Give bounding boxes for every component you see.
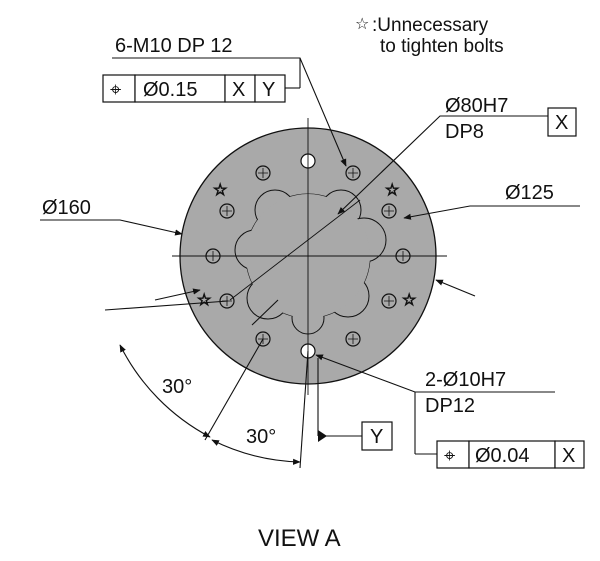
dia-pcd-label: Ø125: [505, 182, 554, 204]
position-icon: ⌖: [110, 79, 121, 101]
pin-label-1: 2-Ø10H7: [425, 369, 506, 391]
fcf-bolts-datum-b: Y: [262, 79, 275, 101]
view-title: VIEW A: [258, 525, 341, 552]
star-markers: ☆ ☆ ☆ ☆: [197, 182, 417, 310]
dia-outer-label: Ø160: [42, 197, 91, 219]
angle-label-2: 30°: [246, 426, 276, 448]
bore-label-2: DP8: [445, 121, 484, 143]
fcf-bolts-tolerance: Ø0.15: [143, 79, 197, 101]
fcf-bolts-datum-a: X: [232, 79, 245, 101]
star-icon: ☆: [385, 182, 399, 199]
datum-y-label: Y: [370, 426, 383, 448]
fcf-pins-tolerance: Ø0.04: [475, 445, 529, 467]
position-icon: ⌖: [444, 445, 455, 467]
fcf-pins-datum-a: X: [562, 445, 575, 467]
star-icon: ☆: [197, 292, 211, 309]
fcf-pins: ⌖ Ø0.04 X: [415, 440, 585, 469]
pin-label-2: DP12: [425, 395, 475, 417]
fcf-bolts: ⌖ Ø0.15 X Y: [102, 58, 301, 103]
bolts-label: 6-M10 DP 12: [115, 35, 232, 57]
legend-star-icon: ☆: [355, 16, 369, 33]
star-icon: ☆: [213, 182, 227, 199]
legend-line-1: :Unnecessary: [372, 15, 489, 36]
centerlines: [172, 118, 447, 395]
star-icon: ☆: [402, 292, 416, 309]
legend-line-2: to tighten bolts: [380, 36, 504, 57]
bore-datum-x: X: [555, 112, 568, 134]
bore-label-1: Ø80H7: [445, 95, 508, 117]
angle-label-1: 30°: [162, 376, 192, 398]
